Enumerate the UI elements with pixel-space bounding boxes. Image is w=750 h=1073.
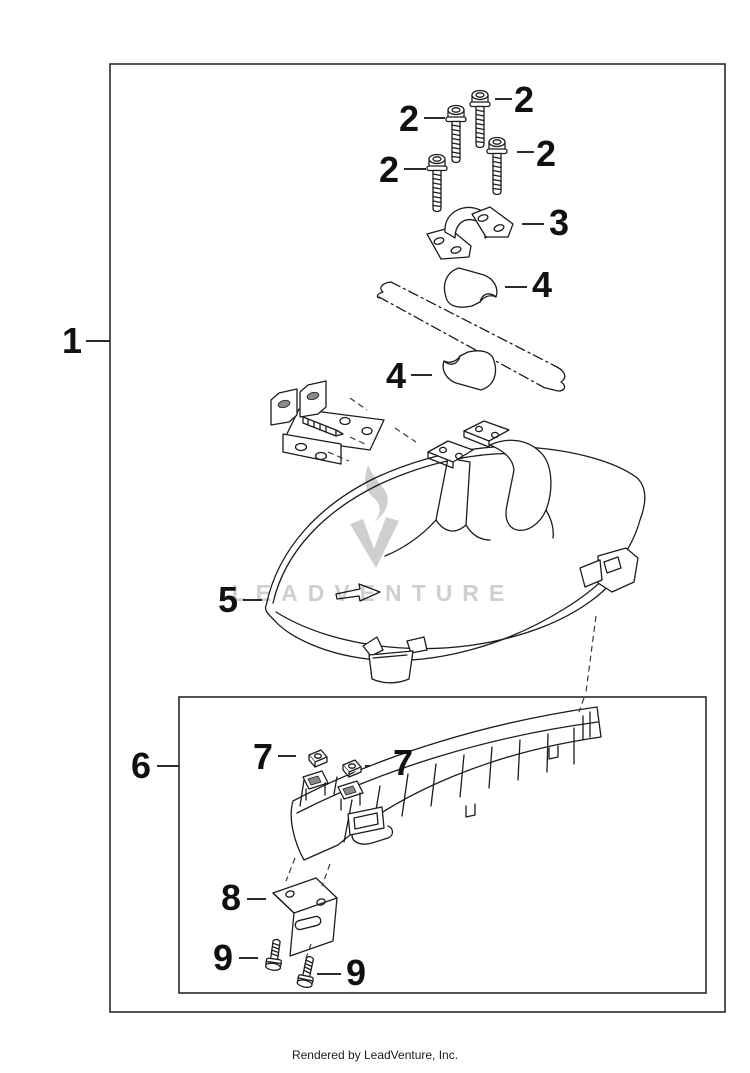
guard-shield-part5 <box>264 420 646 684</box>
callout-part9b: 9 <box>345 952 367 993</box>
bolt-part2-group <box>426 89 508 213</box>
callout-part2a: 2 <box>513 79 535 120</box>
guard-to-inset-dash <box>585 615 597 693</box>
screw-part9-a <box>264 937 285 972</box>
rotation-arrow-icon <box>335 583 381 602</box>
callout-part1: 1 <box>61 320 83 361</box>
inset-dashed-lines <box>285 697 585 959</box>
bolt-part2-c <box>486 136 508 196</box>
callout-part8: 8 <box>220 877 242 918</box>
guard-side-latch <box>579 547 639 593</box>
drive-shaft-tube <box>376 281 566 392</box>
bolt-part2-d <box>426 153 448 213</box>
screw-part9-b <box>295 954 319 990</box>
callout-part3: 3 <box>548 202 570 243</box>
callout-part9a: 9 <box>212 937 234 978</box>
callout-part2c: 2 <box>535 133 557 174</box>
callout-part6: 6 <box>130 745 152 786</box>
assembly-dashed-lines <box>327 397 417 462</box>
callout-part2b: 2 <box>398 98 420 139</box>
callout-part7b: 7 <box>392 742 414 783</box>
clamp-half-lower-part4 <box>442 350 497 391</box>
saddle-clamp-part3 <box>426 206 514 260</box>
callout-part4b: 4 <box>385 355 407 396</box>
bolt-part2-b <box>445 104 467 164</box>
callout-part5: 5 <box>217 579 239 620</box>
inset-frame <box>178 696 707 994</box>
clamp-half-upper-part4 <box>443 267 498 308</box>
main-frame <box>109 63 726 1013</box>
mount-bracket-assembly <box>270 380 385 465</box>
callout-part2d: 2 <box>378 149 400 190</box>
bolt-part2-a <box>469 89 491 149</box>
square-nut-part7-a <box>308 749 328 768</box>
guard-extension-part6 <box>290 706 602 861</box>
guard-mount-tower <box>384 420 554 557</box>
callout-part4a: 4 <box>531 264 553 305</box>
footer-credit: Rendered by LeadVenture, Inc. <box>291 1048 459 1062</box>
callout-part7a: 7 <box>252 736 274 777</box>
mount-plate-part8 <box>272 877 338 957</box>
guard-bottom-clip <box>362 636 428 684</box>
